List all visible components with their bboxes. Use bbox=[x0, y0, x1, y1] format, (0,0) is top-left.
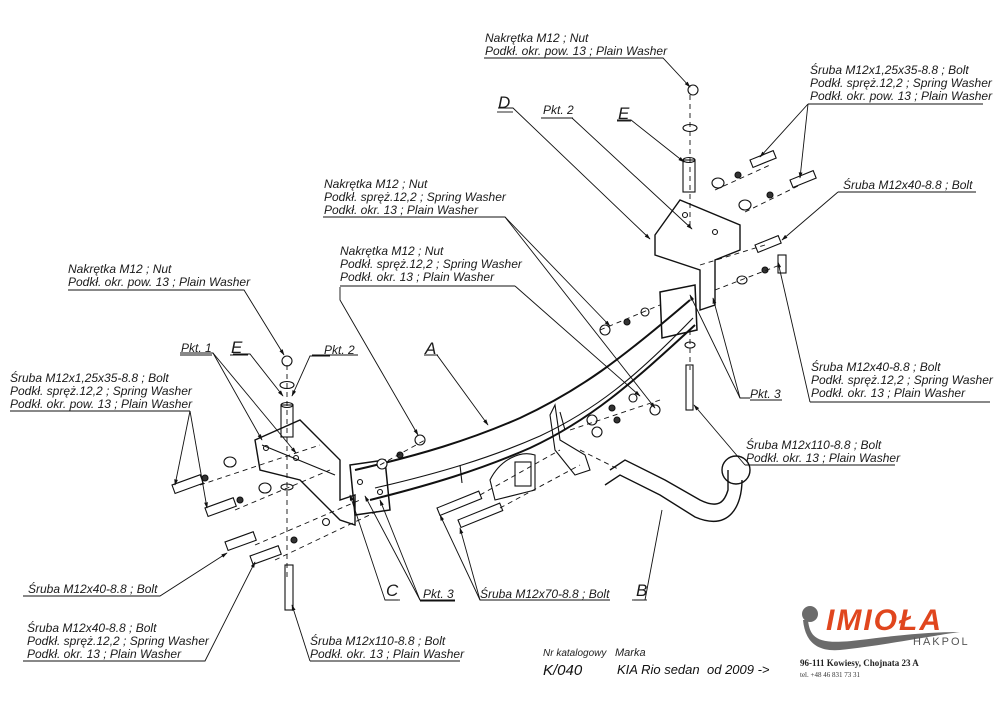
callout-right-bolt40-washers: Śruba M12x40-8.8 ; Bolt Podkł. spręż.12,… bbox=[811, 360, 993, 400]
part-label-b: B bbox=[636, 581, 648, 600]
assembly-lines bbox=[199, 95, 801, 580]
part-label-a: A bbox=[425, 339, 437, 358]
part-label-c: C bbox=[386, 581, 399, 600]
towball-b bbox=[604, 455, 751, 523]
callout-left-nut: Nakrętka M12 ; Nut Podkł. okr. pow. 13 ;… bbox=[68, 262, 251, 289]
callout-bottom-bolt110: Śruba M12x110-8.8 ; Bolt Podkł. okr. 13 … bbox=[310, 634, 465, 661]
brand-value: KIA Rio sedan bbox=[617, 662, 700, 677]
callout-left-bolt40-washers: Śruba M12x40-8.8 ; Bolt Podkł. spręż.12,… bbox=[27, 621, 209, 661]
socket-plate bbox=[489, 453, 536, 501]
right-bracket-d bbox=[654, 199, 741, 311]
bolt-m12x110-left bbox=[284, 564, 294, 611]
point-label-pkt2-left: Pkt. 2 bbox=[324, 343, 355, 357]
spacer-e-right bbox=[682, 159, 696, 193]
bolts-right bbox=[749, 149, 817, 274]
callout-top-right-bolt: Śruba M12x1,25x35-8.8 ; Bolt Podkł. sprę… bbox=[810, 63, 993, 103]
callout-right-bolt40: Śruba M12x40-8.8 ; Bolt bbox=[843, 178, 973, 192]
callout-mid-nut-upper: Nakrętka M12 ; Nut Podkł. spręż.12,2 ; S… bbox=[324, 177, 506, 217]
part-label-e-left: E bbox=[231, 338, 243, 357]
company-logo-subtitle: HAKPOL bbox=[913, 636, 970, 648]
callout-right-bolt110: Śruba M12x110-8.8 ; Bolt Podkł. okr. 13 … bbox=[746, 438, 901, 465]
point-label-pkt3-left: Pkt. 3 bbox=[423, 587, 454, 601]
callout-left-bolt: Śruba M12x1,25x35-8.8 ; Bolt Podkł. sprę… bbox=[10, 371, 193, 411]
point-label-pkt3-right: Pkt. 3 bbox=[750, 387, 781, 401]
catalog-number-value: K/040 bbox=[543, 662, 583, 679]
washers-and-nuts bbox=[201, 84, 774, 544]
company-address: 96-111 Kowiesy, Chojnata 23 A bbox=[800, 658, 919, 668]
part-label-d: D bbox=[498, 93, 511, 112]
label-underlines bbox=[25, 111, 782, 602]
crossbar-a bbox=[349, 284, 698, 516]
bolt-m12x110-right bbox=[685, 364, 694, 411]
leader-lines bbox=[10, 57, 990, 662]
company-logo-swoosh bbox=[802, 606, 960, 651]
part-label-e-right: E bbox=[618, 104, 630, 123]
catalog-number-label: Nr katalogowy bbox=[543, 648, 607, 659]
company-logo-text: IMIOŁA bbox=[826, 604, 943, 637]
model-year: od 2009 -> bbox=[707, 662, 770, 677]
point-label-pkt2-right: Pkt. 2 bbox=[543, 103, 574, 117]
callout-mid-nut-lower: Nakrętka M12 ; Nut Podkł. spręż.12,2 ; S… bbox=[340, 244, 522, 284]
callout-left-bolt40: Śruba M12x40-8.8 ; Bolt bbox=[28, 582, 158, 596]
callout-bolt70: Śruba M12x70-8.8 ; Bolt bbox=[480, 587, 610, 601]
callout-top-nut: Nakrętka M12 ; Nut Podkł. okr. pow. 13 ;… bbox=[485, 31, 668, 58]
brand-label: Marka bbox=[615, 647, 646, 659]
bolts-m12x70 bbox=[436, 490, 504, 529]
left-bracket-c bbox=[254, 419, 356, 526]
point-label-pkt1: Pkt. 1 bbox=[181, 341, 212, 355]
company-phone: tel. +48 46 831 73 31 bbox=[800, 671, 860, 679]
hitch-mount-bracket bbox=[549, 403, 591, 476]
